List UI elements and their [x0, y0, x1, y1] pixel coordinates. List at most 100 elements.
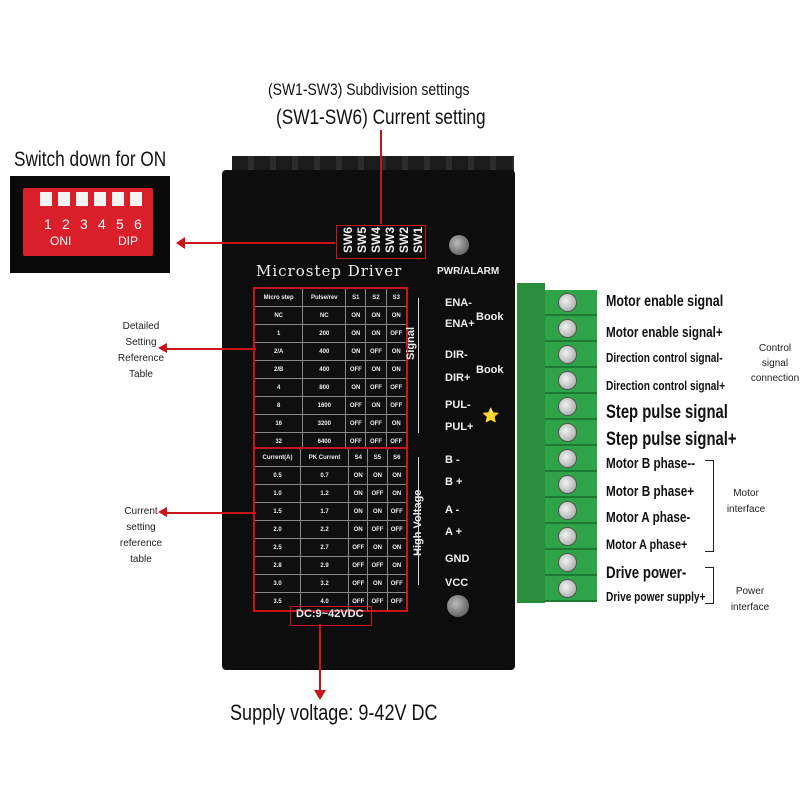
dip-num-3: 3 — [80, 216, 88, 232]
dip-num-6: 6 — [134, 216, 142, 232]
arrow-current — [166, 512, 256, 514]
micro_table-cell: ON — [365, 360, 387, 379]
current_table-cell: ON — [386, 538, 408, 557]
current_table-cell: 2.0 — [253, 520, 301, 539]
micro_table-cell: ON — [365, 324, 387, 343]
terminal-label-11: Drive power supply+ — [606, 589, 706, 604]
micro_table-cell: 16 — [253, 414, 304, 433]
current_table-cell: OFF — [348, 556, 369, 575]
terminal-screw-icon — [558, 397, 577, 416]
current_table-cell: ON — [386, 556, 408, 575]
heatsink-fins — [232, 156, 514, 172]
dip-toggle-2 — [58, 192, 70, 206]
arrow-from-caption — [380, 130, 382, 224]
micro_table-cell: 2/A — [253, 342, 304, 361]
current_table-cell: OFF — [367, 484, 388, 503]
current_table-cell: 3.2 — [299, 574, 350, 593]
micro_table-cell: ON — [345, 324, 367, 343]
terminal-label-7: Motor B phase+ — [606, 483, 695, 500]
dip-toggle-1 — [40, 192, 52, 206]
current_table-cell: ON — [386, 484, 408, 503]
pwr-alarm-label: PWR/ALARM — [437, 266, 500, 277]
micro_table-cell: 2/B — [253, 360, 304, 379]
micro_table-cell: 3200 — [302, 414, 347, 433]
terminal-screw-icon — [558, 345, 577, 364]
micro_table-cell: 400 — [302, 360, 347, 379]
terminal-screw-icon — [558, 449, 577, 468]
terminal-label-9: Motor A phase+ — [606, 536, 688, 552]
terminal-screw-icon — [558, 423, 577, 442]
current_table-cell: 2.5 — [253, 538, 301, 557]
arrow-to-dip — [180, 242, 335, 244]
pin-label-4: PUL- — [445, 399, 471, 411]
terminal-screw-icon — [558, 319, 577, 338]
current-setting-caption: (SW1-SW6) Current setting — [276, 106, 486, 129]
micro_table-cell: 1600 — [302, 396, 347, 415]
dip-toggle-6 — [130, 192, 142, 206]
current_table-cell: ON — [367, 466, 388, 485]
pin-label-6: B - — [445, 454, 460, 466]
terminal-label-3: Direction control signal+ — [606, 378, 726, 393]
current_table-cell: 2.7 — [299, 538, 350, 557]
micro_table-header-cell: S3 — [385, 287, 408, 307]
terminal-screw-icon — [558, 527, 577, 546]
power-group-label: Power interface — [730, 586, 770, 613]
dip-toggle-5 — [112, 192, 124, 206]
terminal-label-5: Step pulse signal+ — [606, 429, 737, 450]
dip-num-2: 2 — [62, 216, 70, 232]
sw-label-5: SW2 — [397, 226, 411, 253]
arrow-supply — [319, 624, 321, 694]
micro_table-cell: OFF — [385, 396, 408, 415]
current_table-cell: ON — [348, 484, 369, 503]
current-table-note: Current setting reference table — [119, 506, 163, 565]
book-label-2: Book — [476, 364, 504, 376]
arrow-head-supply — [314, 690, 326, 700]
arrow-head-current — [158, 507, 167, 517]
micro_table-cell: OFF — [385, 324, 408, 343]
motor-group-label: Motor interface — [726, 488, 766, 515]
current_table-cell: OFF — [386, 520, 408, 539]
current_table-header-cell: S5 — [367, 447, 388, 467]
switch-down-caption: Switch down for ON — [14, 148, 167, 171]
current_table-cell: 1.2 — [299, 484, 350, 503]
dip-num-4: 4 — [98, 216, 106, 232]
current_table-cell: 1.5 — [253, 502, 301, 521]
dc-label-box — [290, 606, 372, 626]
book-label-1: Book — [476, 311, 504, 323]
current_table-cell: 2.8 — [253, 556, 301, 575]
terminal-screw-icon — [558, 475, 577, 494]
terminal-label-10: Drive power- — [606, 563, 687, 582]
terminal-screw-icon — [558, 579, 577, 598]
dip-toggle-3 — [76, 192, 88, 206]
arrow-detailed — [166, 348, 256, 350]
micro_table-cell: NC — [302, 306, 347, 325]
current_table-cell: ON — [386, 466, 408, 485]
current_table-cell: OFF — [386, 574, 408, 593]
terminal-label-0: Motor enable signal — [606, 293, 724, 310]
current_table-cell: OFF — [367, 556, 388, 575]
micro_table-cell: NC — [253, 306, 304, 325]
current_table-cell: ON — [367, 538, 388, 557]
sw-label-3: SW4 — [369, 226, 383, 253]
sw-label-box — [336, 225, 426, 259]
dip-num-1: 1 — [44, 216, 52, 232]
current_table-cell: OFF — [348, 538, 369, 557]
arrow-head-detailed — [158, 343, 167, 353]
dip-toggle-4 — [94, 192, 106, 206]
motor-bracket — [705, 460, 714, 552]
subdivision-caption: (SW1-SW3) Subdivision settings — [268, 80, 470, 99]
pin-label-7: B + — [445, 476, 463, 488]
sw-label-4: SW3 — [383, 226, 397, 253]
pin-label-9: A + — [445, 526, 463, 538]
pin-label-2: DIR- — [445, 349, 468, 361]
